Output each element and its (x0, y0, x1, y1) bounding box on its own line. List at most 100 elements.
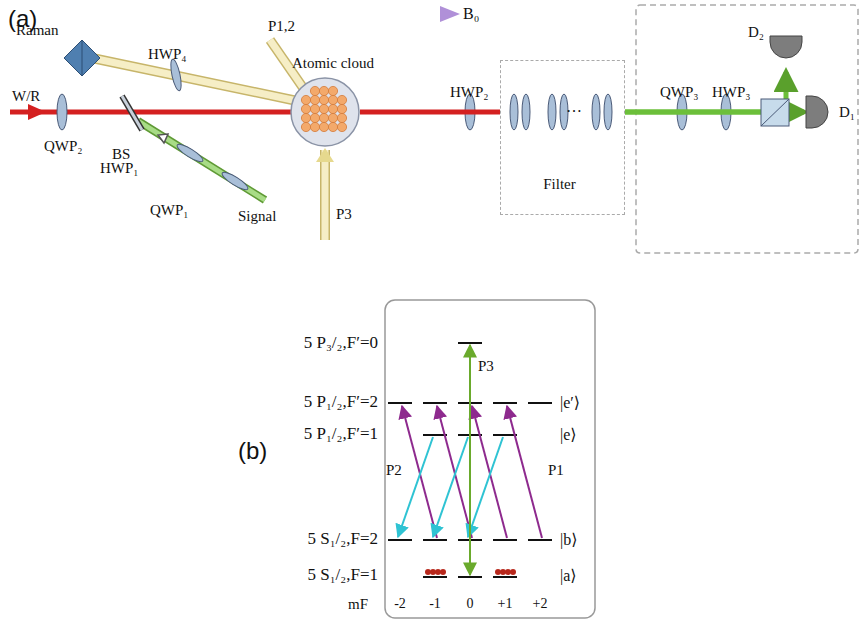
level-diagram-frame (385, 300, 595, 618)
filter-box: Filter (500, 60, 625, 215)
beam-connector (360, 110, 500, 115)
atom (319, 104, 328, 113)
quarter-wave-plate (220, 170, 250, 193)
atom (301, 113, 310, 122)
component-label: HWP₃ (712, 84, 751, 101)
node-label: Atomic cloud (292, 55, 374, 72)
sublevel-line (493, 434, 517, 436)
atom (319, 86, 328, 95)
axis-label: mF (348, 596, 368, 613)
node-label: Filter (543, 176, 576, 193)
atom (337, 104, 346, 113)
transition-arrow (472, 406, 507, 538)
atom (319, 113, 328, 122)
field-label: B₀ (463, 5, 479, 23)
node-outline (770, 36, 802, 70)
level-label: 5 P₁/₂,F′=1 (304, 425, 378, 444)
atom (328, 113, 337, 122)
mf-value: -1 (429, 596, 441, 611)
population-dot (510, 569, 516, 575)
node-label: D₂ (748, 24, 764, 41)
mf-value: -2 (394, 596, 406, 611)
quarter-wave-plate (57, 94, 67, 130)
energy-levels (388, 343, 552, 577)
transition-arrow (468, 437, 503, 537)
transition-arrow (469, 345, 471, 575)
detection-region (636, 5, 858, 253)
population-dot (440, 569, 446, 575)
transition-label: P1 (548, 462, 564, 479)
sublevel-line (458, 576, 482, 578)
sublevel-line (423, 576, 447, 578)
atom (319, 95, 328, 104)
atom (328, 122, 337, 131)
atom (301, 95, 310, 104)
beam-splitter (122, 96, 142, 130)
level-label: 5 S₁/₂,F=2 (307, 530, 378, 549)
sublevel-line (458, 342, 482, 344)
sublevel-line (493, 576, 517, 578)
raman-cube (82, 40, 83, 76)
signal-arrowhead (158, 134, 168, 143)
atom (310, 86, 319, 95)
filter-plate (522, 94, 530, 130)
transition-arrow (402, 406, 437, 538)
transition-arrow (398, 437, 433, 537)
level-label: 5 P₁/₂,F′=2 (304, 393, 378, 412)
atom (319, 122, 328, 131)
sublevel-line (423, 539, 447, 541)
filter-plate (548, 94, 556, 130)
atom (337, 113, 346, 122)
node-outline (290, 77, 360, 147)
atomic-cloud: Atomic cloud (290, 77, 360, 147)
transition-arrow (437, 406, 472, 538)
atom (301, 104, 310, 113)
component-label: QWP₃ (660, 84, 699, 101)
detector-dome (806, 96, 828, 128)
beam-label: P3 (336, 206, 352, 223)
sublevel-line (388, 539, 412, 541)
beam-label: Raman (16, 22, 59, 39)
state-label: |a⟩ (560, 567, 577, 585)
component-label: QWP₂ (44, 138, 83, 155)
mf-value: +1 (498, 596, 513, 611)
level-label: 5 P₃/₂,F′=0 (304, 334, 378, 353)
atom (310, 104, 319, 113)
atom (310, 113, 319, 122)
level-label: 5 S₁/₂,F=1 (307, 566, 378, 585)
transition-arrow (507, 406, 542, 538)
atom (310, 122, 319, 131)
beam-label: W/R (12, 88, 40, 105)
pump-beam (320, 150, 330, 240)
node-outline (806, 96, 836, 128)
beam-label: P1,2 (268, 18, 295, 35)
signal-beam (138, 121, 265, 200)
filter-plates (510, 94, 612, 130)
raman-cube (64, 40, 100, 76)
mf-value: 0 (467, 596, 474, 611)
sublevel-line (528, 539, 552, 541)
field-arrowhead (440, 6, 460, 22)
node-label: D₁ (839, 104, 855, 121)
beam-splitter (122, 96, 142, 130)
filter-plate (604, 94, 612, 130)
component-label: HWP₁ (100, 160, 139, 177)
atom (301, 122, 310, 131)
beam-arrowhead (28, 104, 46, 120)
panel-label: (b) (238, 438, 267, 464)
component-label: QWP₁ (150, 202, 189, 219)
ellipsis-mark: … (566, 98, 582, 116)
atom (337, 122, 346, 131)
sublevel-line (388, 402, 412, 404)
component-label: HWP₄ (148, 46, 187, 63)
polarizing-beam-splitter (761, 99, 789, 126)
state-label: |e⟩ (560, 426, 577, 444)
state-label: |e′⟩ (560, 394, 580, 412)
pump-beam (322, 150, 329, 240)
detector-dome (770, 36, 802, 58)
detector: D₁ (806, 96, 836, 128)
state-label: |b⟩ (560, 531, 577, 549)
atom (310, 95, 319, 104)
sublevel-line (493, 402, 517, 404)
